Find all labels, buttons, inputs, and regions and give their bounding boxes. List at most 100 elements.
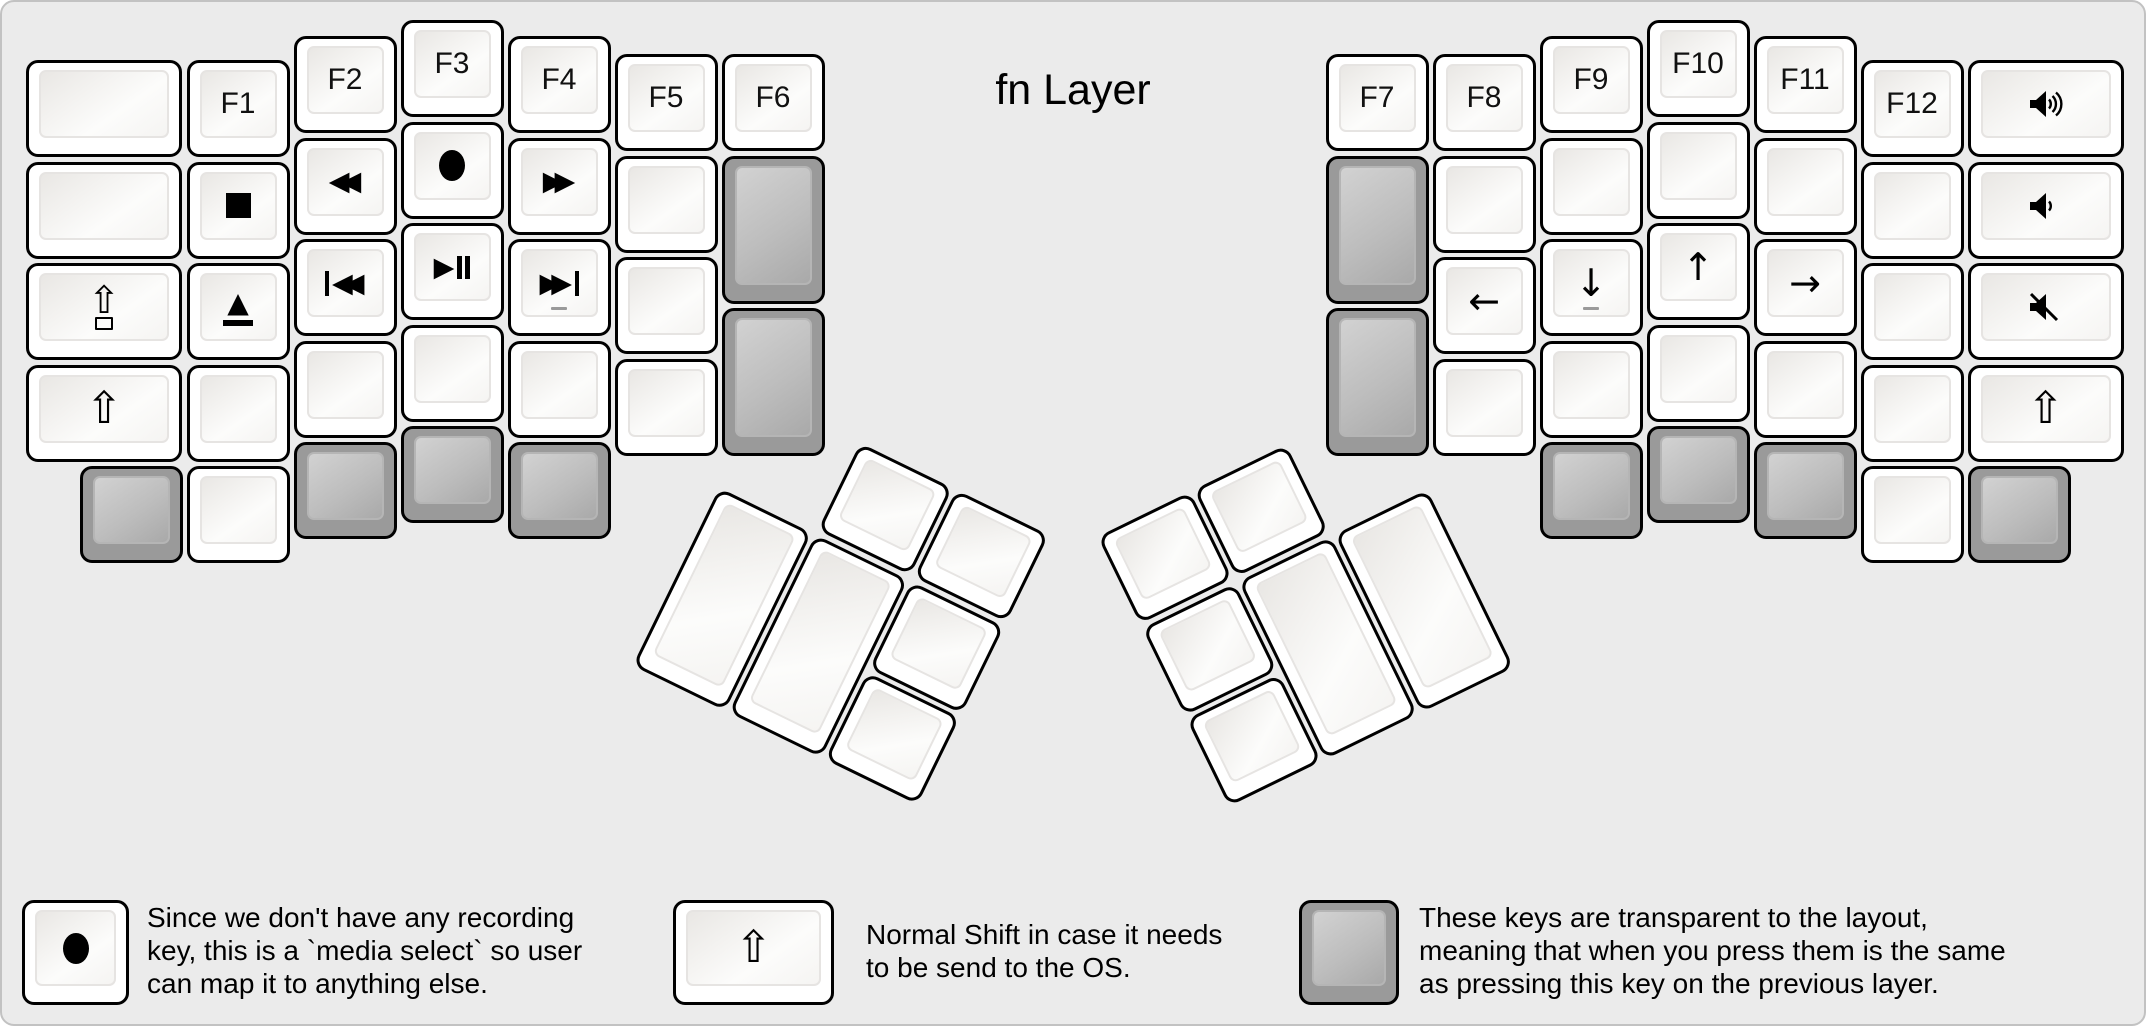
key-f12: F12 xyxy=(1860,60,1964,157)
keycap-top xyxy=(1338,317,1416,437)
keycap-top: ◀◀ xyxy=(306,147,384,216)
key-transparent xyxy=(400,426,504,523)
key-transparent xyxy=(721,155,825,304)
key-volume-down xyxy=(1967,161,2124,259)
key-blank xyxy=(186,466,290,563)
record-icon xyxy=(439,150,465,181)
key-f9: F9 xyxy=(1539,36,1643,133)
key-blank xyxy=(293,340,397,438)
key-shift-lock: ⇧ xyxy=(26,263,182,360)
fast-forward-icon: ▶▶ xyxy=(542,166,575,197)
key-f6: F6 xyxy=(721,54,825,151)
homing-bar xyxy=(551,307,567,310)
key-blank xyxy=(1432,155,1536,253)
keycap-top xyxy=(39,70,169,138)
keycap-top: ▲ xyxy=(199,273,277,341)
keycap-top xyxy=(1980,476,2058,544)
record-icon xyxy=(62,932,89,964)
keycap-top xyxy=(520,350,598,419)
key-blank xyxy=(1860,466,1964,563)
key-media-select-record xyxy=(400,121,504,219)
keycap-top xyxy=(1202,688,1302,784)
keycap-top xyxy=(1158,597,1258,693)
key-up-arrow: ↑ xyxy=(1646,223,1750,320)
left-arrow-icon: ← xyxy=(1468,279,1500,323)
key-f7: F7 xyxy=(1325,54,1429,151)
key-blank xyxy=(614,155,718,253)
layer-title: fn Layer xyxy=(995,66,1151,114)
key-blank xyxy=(186,364,290,462)
keycap-top: F6 xyxy=(734,64,812,132)
key-blank xyxy=(614,358,718,456)
keycap-top: F3 xyxy=(413,30,491,98)
key-play-pause: ▶ xyxy=(400,223,504,320)
keycap-top xyxy=(1445,368,1523,437)
keycap-top xyxy=(199,171,277,240)
key-f5: F5 xyxy=(614,54,718,151)
keycap-top xyxy=(627,165,705,234)
keycap-top: F11 xyxy=(1766,46,1844,114)
key-blank xyxy=(1753,340,1857,438)
key-transparent xyxy=(507,442,611,539)
keycap-top xyxy=(413,334,491,403)
key-prev-track: ◀◀ xyxy=(293,239,397,336)
keycap-top xyxy=(837,457,937,553)
keycap-top xyxy=(1873,171,1951,240)
keycap-top xyxy=(413,436,491,504)
keycap-top xyxy=(92,476,170,544)
keycap-top: ▶ xyxy=(413,233,491,301)
key-label: F7 xyxy=(1359,81,1395,114)
key-blank xyxy=(1860,364,1964,462)
keycap-top xyxy=(734,165,812,285)
keycap-top xyxy=(1445,165,1523,234)
legend-key-record xyxy=(22,900,129,1005)
keycap-top xyxy=(39,171,169,240)
keycap-top xyxy=(1312,910,1386,986)
keycap-top: → xyxy=(1766,249,1844,317)
keycap-top: ▶▶ xyxy=(520,147,598,216)
prev-track-icon: ◀◀ xyxy=(325,270,364,297)
right-arrow-icon: → xyxy=(1789,261,1821,305)
keycap-top xyxy=(520,452,598,520)
keycap-top: ↓ xyxy=(1552,249,1630,317)
key-f4: F4 xyxy=(507,36,611,133)
shift-icon: ⇧ xyxy=(85,382,123,434)
keycap-top xyxy=(1766,147,1844,216)
keycap-top xyxy=(1659,131,1737,200)
key-fast-forward: ▶▶ xyxy=(507,137,611,235)
keycap-top: ⇧ xyxy=(39,374,169,443)
homing-bar xyxy=(1583,307,1599,310)
keycap-top xyxy=(199,476,277,544)
keycap-top xyxy=(1766,452,1844,520)
keycap-top xyxy=(1552,147,1630,216)
key-blank xyxy=(1539,137,1643,235)
keycap-top: F5 xyxy=(627,64,705,132)
keycap-top: ⇧ xyxy=(686,910,821,986)
key-blank xyxy=(1753,137,1857,235)
key-blank xyxy=(1646,121,1750,219)
keycap-top: ⇧ xyxy=(1980,374,2111,443)
key-label: F12 xyxy=(1886,87,1938,120)
key-blank xyxy=(1539,340,1643,438)
up-arrow-icon: ↑ xyxy=(1682,245,1714,289)
keycap-top: F9 xyxy=(1552,46,1630,114)
key-eject: ▲ xyxy=(186,263,290,360)
keycap-top xyxy=(933,504,1033,600)
keycap-top xyxy=(1659,334,1737,403)
rewind-icon: ◀◀ xyxy=(328,166,361,197)
volume-up-icon xyxy=(2025,88,2067,120)
key-transparent xyxy=(1539,442,1643,539)
stop-icon xyxy=(225,193,251,218)
key-f2: F2 xyxy=(293,36,397,133)
keycap-top: F4 xyxy=(520,46,598,114)
keycap-top xyxy=(1113,506,1213,602)
key-blank xyxy=(507,340,611,438)
keycap-top xyxy=(844,686,944,782)
keycap-top xyxy=(1980,273,2111,341)
next-track-icon: ▶▶ xyxy=(539,270,579,297)
key-down-arrow: ↓ xyxy=(1539,239,1643,336)
keycap-top: F8 xyxy=(1445,64,1523,132)
keycap-top: F12 xyxy=(1873,70,1951,138)
